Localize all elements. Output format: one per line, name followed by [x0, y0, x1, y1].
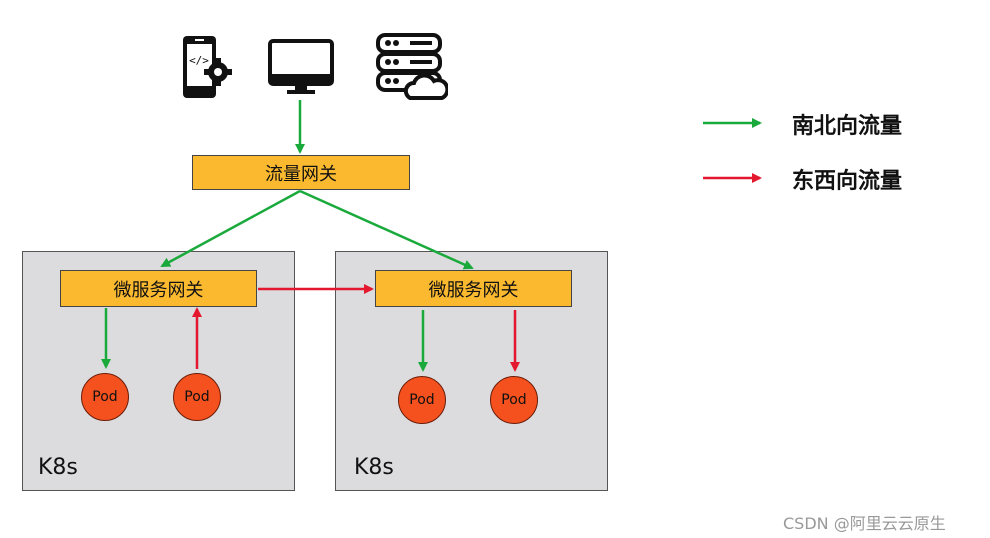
- traffic-gateway: 流量网关: [192, 155, 410, 190]
- mobile-dev-icon: </>: [183, 36, 232, 98]
- cluster-label-right: K8s: [354, 455, 394, 480]
- microservice-gateway-right: 微服务网关: [375, 270, 572, 307]
- pod-left-1: Pod: [81, 373, 129, 421]
- pod-right-2: Pod: [490, 376, 538, 424]
- watermark: CSDN @阿里云云原生: [783, 514, 946, 533]
- legend-label-east-west: 东西向流量: [792, 169, 903, 194]
- microservice-gateway-left: 微服务网关: [60, 270, 257, 307]
- server-cloud-icon: [376, 33, 448, 100]
- cluster-label-left: K8s: [38, 455, 78, 480]
- svg-text:</>: </>: [189, 54, 209, 67]
- pod-right-1: Pod: [398, 376, 446, 424]
- monitor-icon: [268, 39, 334, 94]
- pod-left-2: Pod: [173, 373, 221, 421]
- legend-label-north-south: 南北向流量: [792, 114, 903, 139]
- arrow-traffic-to-right-gw: [299, 189, 474, 270]
- arrow-traffic-to-left-gw: [160, 189, 301, 268]
